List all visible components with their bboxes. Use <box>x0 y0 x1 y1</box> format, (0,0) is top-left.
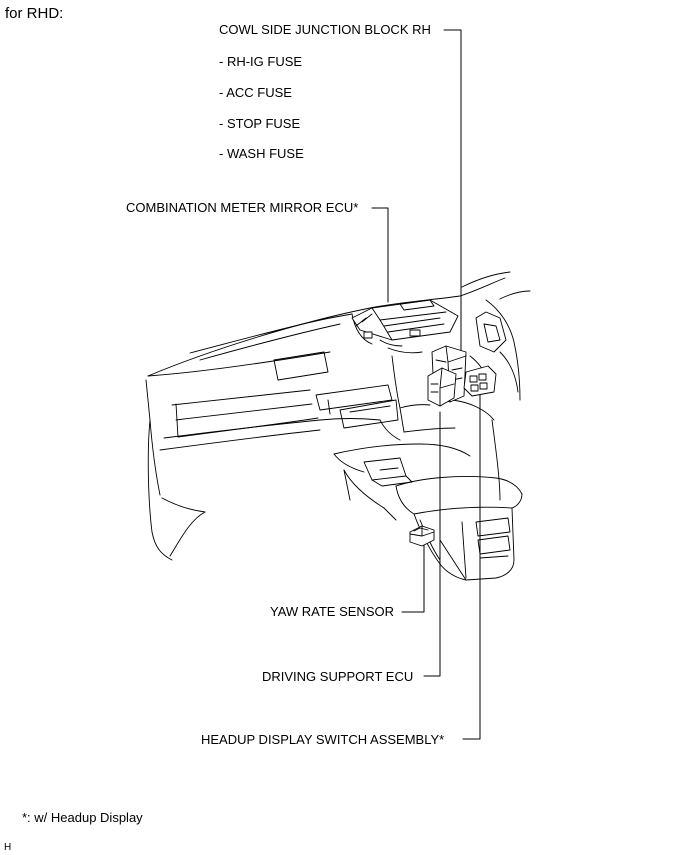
driving-support-ecu-label: DRIVING SUPPORT ECU <box>262 669 414 684</box>
leader-line-cowl-block <box>443 29 462 397</box>
fuse-label: - RH-IG FUSE <box>219 54 303 69</box>
figure-code: H <box>4 842 12 853</box>
fuse-label: - WASH FUSE <box>219 146 304 161</box>
cowl-side-junction-block-label: COWL SIDE JUNCTION BLOCK RH <box>219 22 431 37</box>
footnote: *: w/ Headup Display <box>22 810 143 825</box>
leader-line-combination-meter <box>371 207 389 303</box>
fuse-label: - STOP FUSE <box>219 116 301 131</box>
page-title: for RHD: <box>5 5 64 22</box>
combination-meter-mirror-ecu-label: COMBINATION METER MIRROR ECU* <box>126 200 359 215</box>
yaw-rate-sensor-label: YAW RATE SENSOR <box>270 604 394 619</box>
headup-display-switch-label: HEADUP DISPLAY SWITCH ASSEMBLY* <box>201 732 445 747</box>
yaw-rate-sensor <box>409 525 435 547</box>
leader-lines <box>371 29 481 740</box>
dashboard-outline <box>145 271 531 581</box>
leader-line-driving-support-ecu <box>423 411 441 677</box>
leader-line-headup-switch <box>462 392 481 740</box>
driving-support-ecu <box>427 367 457 407</box>
leader-line-yaw-rate-sensor <box>401 544 425 613</box>
combination-meter-mirror-ecu <box>351 299 459 341</box>
fuse-label: - ACC FUSE <box>219 85 292 100</box>
headup-display-switch-assembly <box>463 365 497 397</box>
